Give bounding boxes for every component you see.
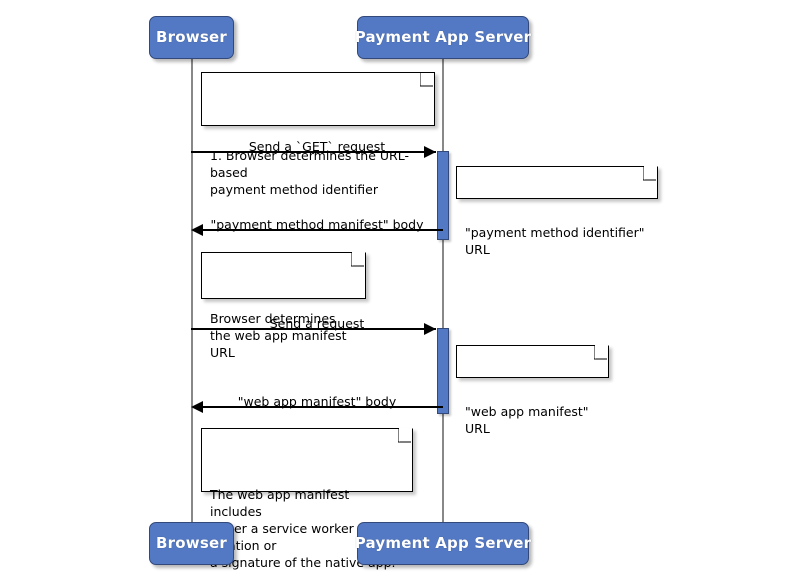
- note-browser-determines-identifier: 1. Browser determines the URL-based paym…: [201, 72, 435, 197]
- participant-payment-app-server-top-label: Payment App Server: [354, 28, 532, 46]
- note-1-text: 1. Browser determines the URL-based paym…: [210, 148, 409, 197]
- note-web-app-manifest-url: "web app manifest" URL: [456, 345, 609, 436]
- message-1-label: Send a `GET` request: [248, 139, 386, 154]
- message-4-line: [203, 406, 443, 408]
- note-payment-method-identifier-url: "payment method identifier" URL: [456, 166, 658, 257]
- participant-browser-bottom[interactable]: Browser: [149, 522, 234, 565]
- message-1-arrowhead-icon: [424, 146, 436, 158]
- message-3-arrowhead-icon: [424, 323, 436, 335]
- message-4-arrowhead-icon: [191, 401, 203, 413]
- activation-bar-server-2: [437, 328, 449, 414]
- note-2-text: "payment method identifier" URL: [465, 225, 645, 257]
- message-2-arrowhead-icon: [191, 224, 203, 236]
- note-3-text: Browser determines the web app manifest …: [210, 311, 347, 360]
- participant-browser-top-label: Browser: [156, 28, 227, 46]
- participant-payment-app-server-bottom[interactable]: Payment App Server: [354, 522, 532, 565]
- note-fold-mask: [644, 166, 658, 180]
- activation-bar-server-1: [437, 151, 449, 240]
- note-browser-determines-manifest-url: Browser determines the web app manifest …: [201, 252, 366, 360]
- note-fold-icon: [420, 73, 434, 87]
- participant-browser-top[interactable]: Browser: [149, 16, 234, 59]
- participant-browser-bottom-label: Browser: [156, 534, 227, 552]
- note-fold-mask: [595, 345, 609, 359]
- note-fold-mask: [352, 252, 366, 266]
- participant-payment-app-server-top[interactable]: Payment App Server: [354, 16, 532, 59]
- message-2-label: "payment method manifest" body: [210, 217, 424, 232]
- note-fold-line-icon: [420, 73, 433, 87]
- lifeline-browser: [191, 58, 193, 522]
- message-2-line: [203, 229, 443, 231]
- message-3-line: [191, 328, 436, 330]
- participant-payment-app-server-bottom-label: Payment App Server: [354, 534, 532, 552]
- note-4-text: "web app manifest" URL: [465, 404, 589, 436]
- note-fold-mask: [399, 428, 413, 442]
- note-web-app-manifest-includes: The web app manifest includes either a s…: [201, 428, 413, 570]
- message-1-line: [191, 151, 436, 153]
- lifeline-payment-app-server: [442, 58, 444, 522]
- message-3-label: Send a request: [269, 316, 365, 331]
- message-4-label: "web app manifest" body: [237, 394, 397, 409]
